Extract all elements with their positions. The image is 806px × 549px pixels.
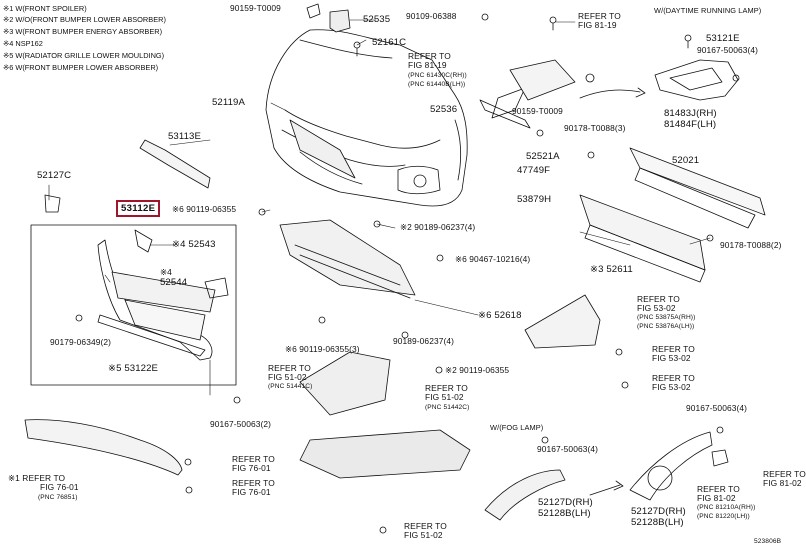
refer-label[interactable]: REFER TO bbox=[652, 373, 695, 383]
diagram-code: 523806B bbox=[754, 538, 782, 545]
part-label[interactable]: 90167-50063(4) bbox=[697, 45, 759, 55]
upper-grille-drawing bbox=[139, 139, 211, 189]
legend-item: ※1 W(FRONT SPOILER) bbox=[3, 4, 87, 13]
part-label[interactable]: 53879H bbox=[517, 194, 552, 205]
fog-section-title: W/(FOG LAMP) bbox=[490, 423, 544, 432]
part-label[interactable]: 52128B(LH) bbox=[631, 517, 684, 528]
refer-label[interactable]: REFER TO bbox=[408, 51, 451, 61]
refer-label[interactable]: REFER TO bbox=[268, 363, 311, 373]
part-label[interactable]: 52128B(LH) bbox=[538, 508, 591, 519]
refer-label[interactable]: FIG 51-02 bbox=[404, 530, 443, 540]
part-label[interactable]: ※6 90467-10216(4) bbox=[455, 254, 531, 264]
part-label[interactable]: ※4 52543 bbox=[172, 239, 216, 250]
part-label[interactable]: ※5 53122E bbox=[108, 363, 159, 374]
refer-label[interactable]: REFER TO bbox=[232, 454, 275, 464]
part-label[interactable]: 90167-50063(2) bbox=[210, 419, 272, 429]
refer-label[interactable]: REFER TO bbox=[637, 294, 680, 304]
part-label[interactable]: ※6 90119-06355 bbox=[172, 204, 237, 214]
part-label[interactable]: 90178-T0088(3) bbox=[564, 123, 626, 133]
part-label[interactable]: 52161C bbox=[372, 37, 407, 48]
top-fasteners bbox=[306, 3, 595, 137]
refer-label[interactable]: FIG 76-01 bbox=[232, 463, 271, 473]
pnc-label: (PNC 53876A(LH)) bbox=[637, 323, 695, 330]
front-spoiler-drawing bbox=[24, 419, 193, 494]
fog-lamp-drawing bbox=[379, 431, 729, 534]
refer-label[interactable]: REFER TO bbox=[652, 344, 695, 354]
part-label[interactable]: 90109-06388 bbox=[406, 11, 457, 21]
pnc-label: (PNC 51441C) bbox=[268, 383, 313, 390]
legend-item: ※5 W(RADIATOR GRILLE LOWER MOULDING) bbox=[3, 51, 165, 60]
pnc-label: (PNC 76851) bbox=[38, 494, 78, 501]
part-label[interactable]: 90167-50063(4) bbox=[686, 403, 748, 413]
legend-item: ※2 W/O(FRONT BUMPER LOWER ABSORBER) bbox=[3, 15, 166, 24]
grille-assembly-frame bbox=[30, 224, 237, 386]
refer-label[interactable]: REFER TO bbox=[763, 469, 806, 479]
part-label[interactable]: 81484F(LH) bbox=[664, 119, 717, 130]
grille-drawing bbox=[44, 194, 229, 361]
part-label[interactable]: 52021 bbox=[672, 155, 700, 166]
refer-label[interactable]: FIG 51-02 bbox=[425, 392, 464, 402]
part-label[interactable]: 53121E bbox=[706, 33, 740, 44]
pnc-label: (PNC 81210A(RH)) bbox=[697, 504, 756, 511]
part-label[interactable]: 81483J(RH) bbox=[664, 108, 717, 119]
legend-item: ※6 W(FRONT BUMPER LOWER ABSORBER) bbox=[3, 63, 159, 72]
leader-lines bbox=[48, 19, 711, 396]
refer-label[interactable]: REFER TO bbox=[425, 383, 468, 393]
legend-item: ※4 NSP162 bbox=[3, 39, 43, 48]
refer-label[interactable]: FIG 53-02 bbox=[652, 353, 691, 363]
refer-label[interactable]: FIG 51-02 bbox=[268, 372, 307, 382]
pnc-label: (PNC 61430C(RH)) bbox=[408, 72, 467, 79]
reinforcement-drawing bbox=[587, 147, 766, 242]
splash-shields-drawing bbox=[233, 294, 724, 479]
refer-label[interactable]: FIG 76-01 bbox=[40, 482, 79, 492]
refer-label[interactable]: FIG 81-02 bbox=[697, 493, 736, 503]
refer-label[interactable]: REFER TO bbox=[232, 478, 275, 488]
part-label[interactable]: 52127C bbox=[37, 170, 72, 181]
part-label[interactable]: 52521A bbox=[526, 151, 560, 162]
part-label[interactable]: 90159-T0009 bbox=[512, 106, 563, 116]
refer-label[interactable]: FIG 53-02 bbox=[652, 382, 691, 392]
pnc-label: (PNC 51442C) bbox=[425, 404, 470, 411]
part-label[interactable]: 53113E bbox=[168, 131, 201, 142]
highlighted-part-53112e[interactable]: 53112E bbox=[116, 200, 161, 217]
pnc-label: (PNC 81220(LH)) bbox=[697, 513, 750, 520]
drl-lamp-drawing bbox=[579, 34, 740, 101]
pnc-label: (PNC 61440B(LH)) bbox=[408, 81, 466, 88]
lower-absorber-drawing bbox=[258, 208, 444, 374]
part-label[interactable]: ※2 90119-06355 bbox=[445, 365, 510, 375]
part-label[interactable]: ※6 90119-06355(3) bbox=[285, 344, 360, 354]
part-label[interactable]: 90179-06349(2) bbox=[50, 337, 112, 347]
part-label[interactable]: ※6 52618 bbox=[478, 310, 522, 321]
pnc-label: (PNC 53875A(RH)) bbox=[637, 314, 696, 321]
part-label[interactable]: ※2 90189-06237(4) bbox=[400, 222, 476, 232]
refer-label[interactable]: ※1 REFER TO bbox=[8, 473, 66, 483]
part-label[interactable]: 52127D(RH) bbox=[631, 506, 686, 517]
part-label[interactable]: 47749F bbox=[517, 165, 551, 176]
part-label[interactable]: 52119A bbox=[212, 97, 245, 108]
refer-label[interactable]: REFER TO bbox=[404, 521, 447, 531]
drl-section-title: W/(DAYTIME RUNNING LAMP) bbox=[654, 6, 762, 15]
bumper-cover-drawing bbox=[265, 29, 468, 207]
refer-label[interactable]: FIG 53-02 bbox=[637, 303, 676, 313]
part-label[interactable]: 52535 bbox=[363, 14, 391, 25]
refer-label[interactable]: FIG 81-19 bbox=[578, 20, 617, 30]
part-label[interactable]: 52544 bbox=[160, 277, 188, 288]
part-label[interactable]: 90189-06237(4) bbox=[393, 336, 455, 346]
refer-label[interactable]: REFER TO bbox=[578, 11, 621, 21]
part-label[interactable]: 90178-T0088(2) bbox=[720, 240, 782, 250]
part-tag: ※4 bbox=[160, 267, 172, 277]
part-label[interactable]: 52536 bbox=[430, 104, 458, 115]
refer-label[interactable]: REFER TO bbox=[697, 484, 740, 494]
legend-item: ※3 W(FRONT BUMPER ENERGY ABSORBER) bbox=[3, 27, 163, 36]
refer-label[interactable]: FIG 76-01 bbox=[232, 487, 271, 497]
part-label[interactable]: 90167-50063(4) bbox=[537, 444, 599, 454]
refer-label[interactable]: FIG 81-02 bbox=[763, 478, 802, 488]
part-label[interactable]: ※3 52611 bbox=[590, 264, 633, 275]
refer-label[interactable]: FIG 81-19 bbox=[408, 60, 447, 70]
part-label[interactable]: 90159-T0009 bbox=[230, 3, 281, 13]
part-label[interactable]: 52127D(RH) bbox=[538, 497, 593, 508]
